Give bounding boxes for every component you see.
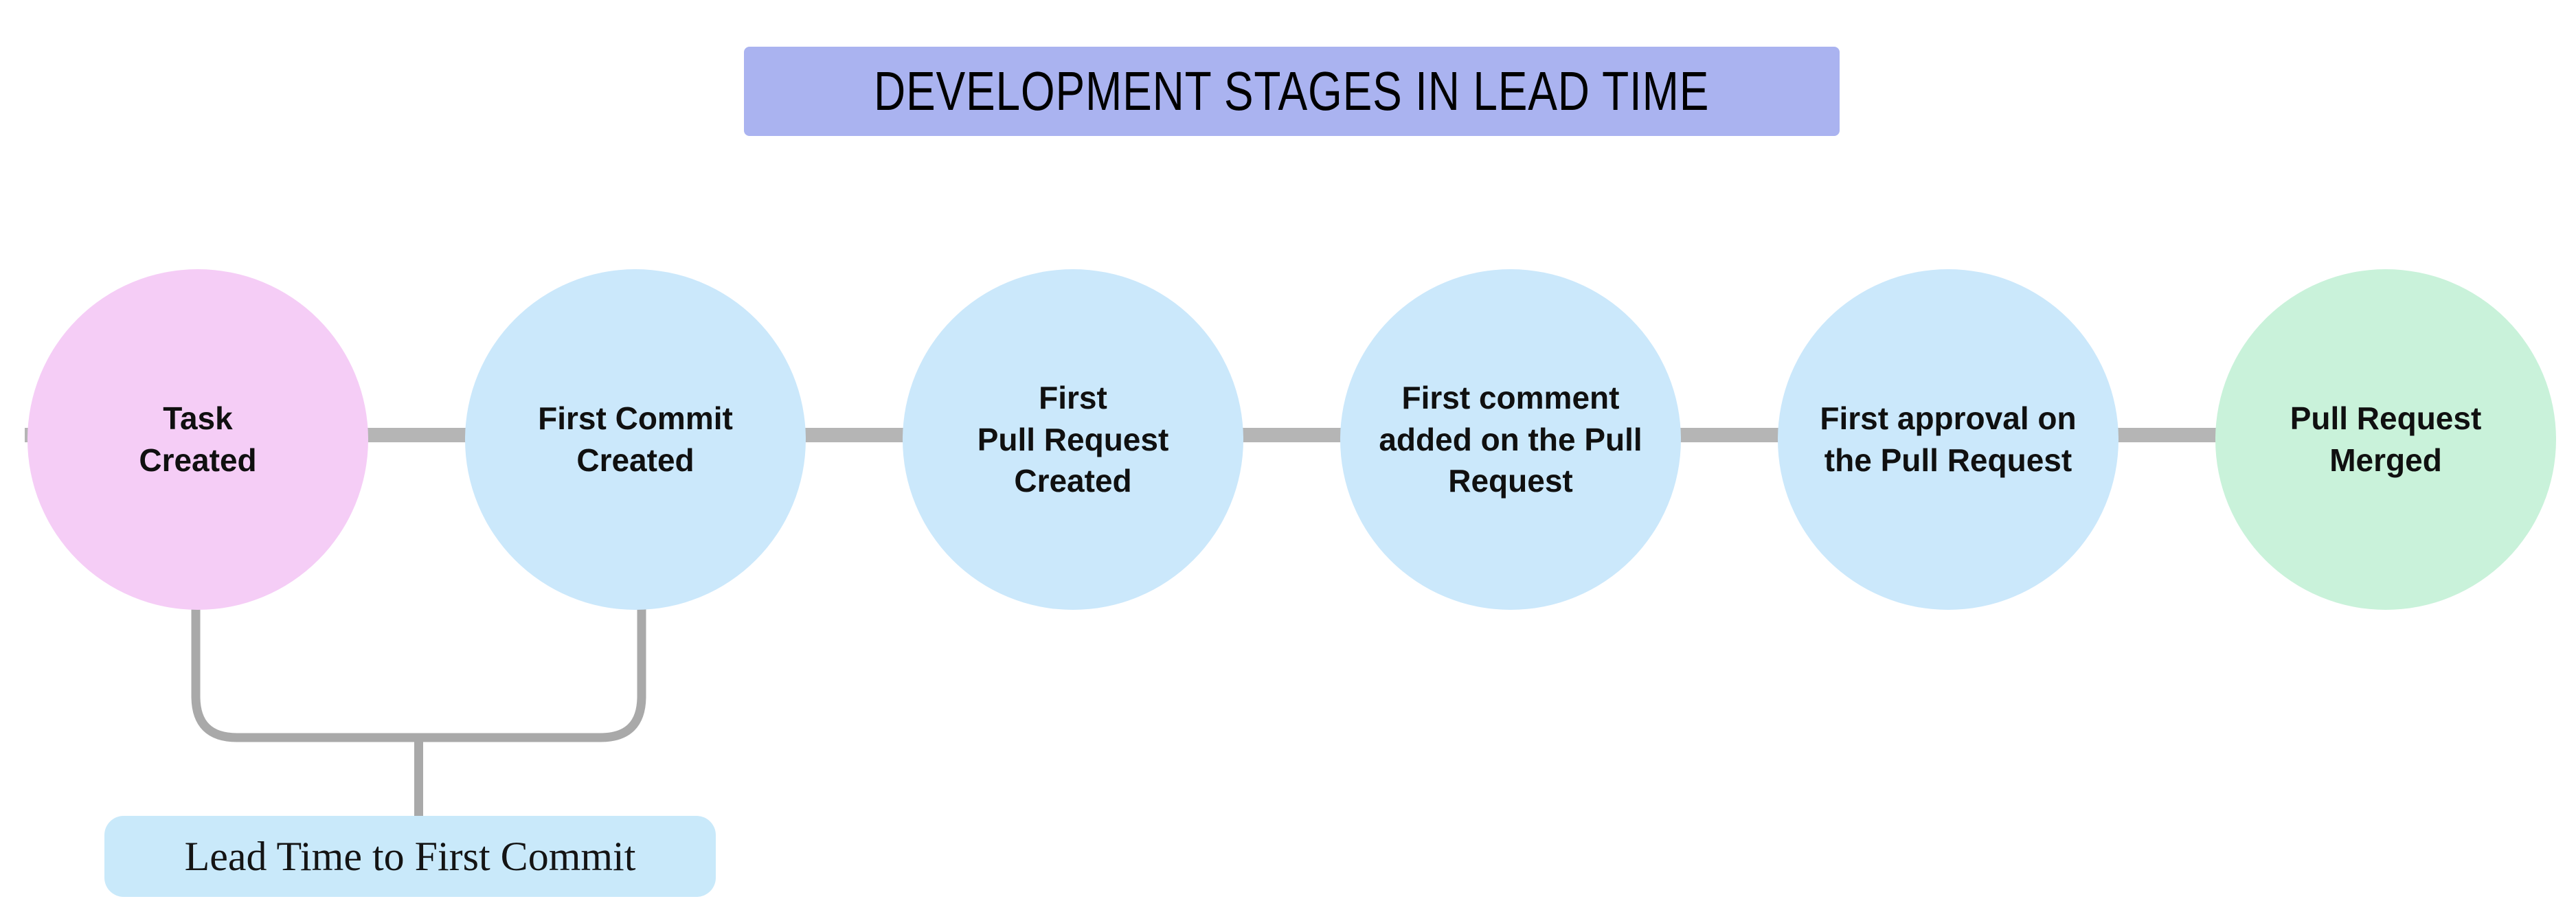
stage-label-line: Pull Request (977, 421, 1169, 457)
stage-label-line: Merged (2329, 442, 2442, 478)
stage-label-line: Task (163, 400, 233, 437)
lead-time-label: Lead Time to First Commit (104, 816, 716, 897)
stage-label-line: Created (1014, 463, 1132, 499)
stage-circle-first-approval: First approval on the Pull Request (1778, 269, 2119, 610)
stage-circle-first-pull-request-created: First Pull Request Created (903, 269, 1243, 610)
stage-label-line: Request (1448, 463, 1573, 499)
stage-label-line: added on the Pull (1379, 421, 1642, 457)
page-title-text: DEVELOPMENT STAGES IN LEAD TIME (874, 60, 1710, 122)
page-title: DEVELOPMENT STAGES IN LEAD TIME (744, 47, 1840, 136)
stage-circle-first-commit-created: First Commit Created (465, 269, 806, 610)
bracket-path (191, 603, 646, 742)
stage-label-line: First (1039, 379, 1107, 415)
stage-label-line: First approval on (1820, 400, 2077, 437)
stage-label-line: First Commit (538, 400, 733, 437)
stage-circle-task-created: Task Created (27, 269, 368, 610)
stage-circle-pull-request-merged: Pull Request Merged (2215, 269, 2556, 610)
stage-circle-first-comment-added: First comment added on the Pull Request (1340, 269, 1681, 610)
stage-label-line: Created (139, 442, 257, 478)
stage-label-line: Created (576, 442, 694, 478)
stage-label-line: First comment (1401, 379, 1620, 415)
lead-time-label-text: Lead Time to First Commit (184, 833, 636, 879)
stage-label-line: the Pull Request (1824, 442, 2072, 478)
stage-label-line: Pull Request (2290, 400, 2482, 437)
